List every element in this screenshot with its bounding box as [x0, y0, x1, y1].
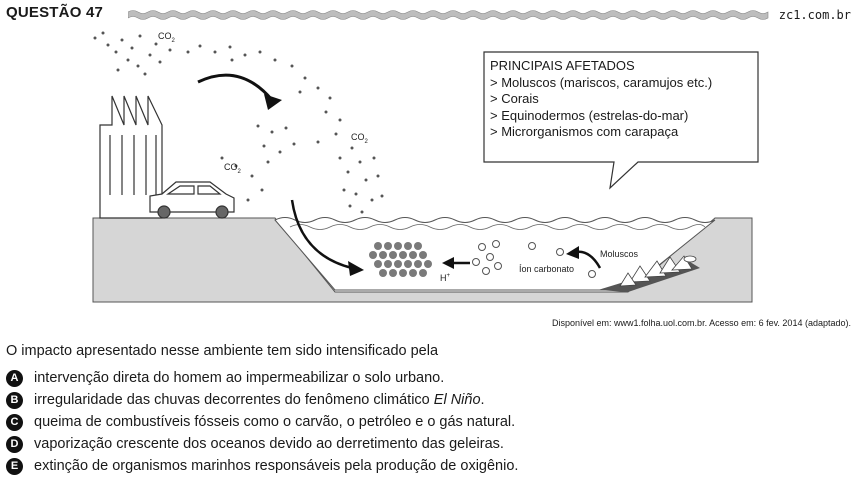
callout-item: > Corais: [490, 91, 539, 106]
callout-bubble: [483, 51, 759, 190]
mollusks-label: Moluscos: [600, 249, 639, 259]
arrow-carbonate-head: [566, 246, 579, 259]
option-letter-badge: A: [6, 369, 23, 387]
option-emphasis: El Niño: [433, 392, 481, 408]
source-site: zc1.com.br: [778, 8, 851, 22]
factory: [99, 95, 163, 219]
co2-label-2: CO2: [351, 132, 369, 145]
co2-particles: [93, 31, 384, 214]
answer-options: A intervenção direta do homem ao imperme…: [6, 367, 518, 477]
option-d[interactable]: D vaporização crescente dos oceanos devi…: [6, 433, 518, 455]
arrow-h-plus-head: [442, 257, 454, 269]
arrow-air-flow-head: [264, 94, 282, 110]
question-number: QUESTÃO 47: [6, 4, 104, 21]
option-e[interactable]: E extinção de organismos marinhos respon…: [6, 455, 518, 477]
co2-label-3: CO2: [224, 162, 242, 175]
option-b[interactable]: B irregularidade das chuvas decorrentes …: [6, 389, 518, 411]
option-a[interactable]: A intervenção direta do homem ao imperme…: [6, 367, 518, 389]
option-text: vaporização crescente dos oceanos devido…: [34, 436, 504, 452]
option-letter-badge: D: [6, 435, 23, 453]
ocean-acidification-illustration: CO2 CO2 CO2 H+ Íon carbonato Moluscos: [92, 31, 759, 303]
callout-item: > Equinodermos (estrelas-do-mar): [490, 107, 689, 123]
option-letter-badge: B: [6, 391, 23, 409]
option-letter-badge: E: [6, 457, 23, 475]
figure-credit: Disponível em: www1.folha.uol.com.br. Ac…: [552, 318, 851, 328]
header-wave-rule: [128, 10, 769, 20]
arrow-into-sea: [290, 199, 353, 270]
arrow-into-sea-head: [348, 261, 364, 276]
mollusk-shells: [619, 255, 697, 287]
carbonate-ion-label: Íon carbonato: [519, 264, 574, 274]
arrow-air-flow: [197, 73, 274, 101]
h-plus-label: H+: [440, 273, 451, 283]
wave-line: [289, 224, 706, 230]
option-text: intervenção direta do homem ao impermeab…: [34, 370, 445, 386]
callout-text: PRINCIPAIS AFETADOS > Moluscos (mariscos…: [490, 58, 748, 141]
question-stem: O impacto apresentado nesse ambiente tem…: [6, 343, 439, 359]
option-text: queima de combustíveis fósseis como o ca…: [34, 414, 516, 430]
option-c[interactable]: C queima de combustíveis fósseis como o …: [6, 411, 518, 433]
callout-title: PRINCIPAIS AFETADOS: [490, 58, 635, 73]
option-text: extinção de organismos marinhos responsá…: [34, 458, 519, 474]
option-text: irregularidade das chuvas decorrentes do…: [34, 392, 485, 408]
callout-item: > Microrganismos com carapaça: [490, 124, 679, 139]
co2-label-1: CO2: [158, 31, 176, 44]
molecule-cluster: [369, 242, 432, 277]
car: [149, 181, 235, 219]
callout-item: > Moluscos (mariscos, caramujos etc.): [490, 74, 713, 90]
carbonate-ions: [472, 240, 596, 278]
option-letter-badge: C: [6, 413, 23, 431]
